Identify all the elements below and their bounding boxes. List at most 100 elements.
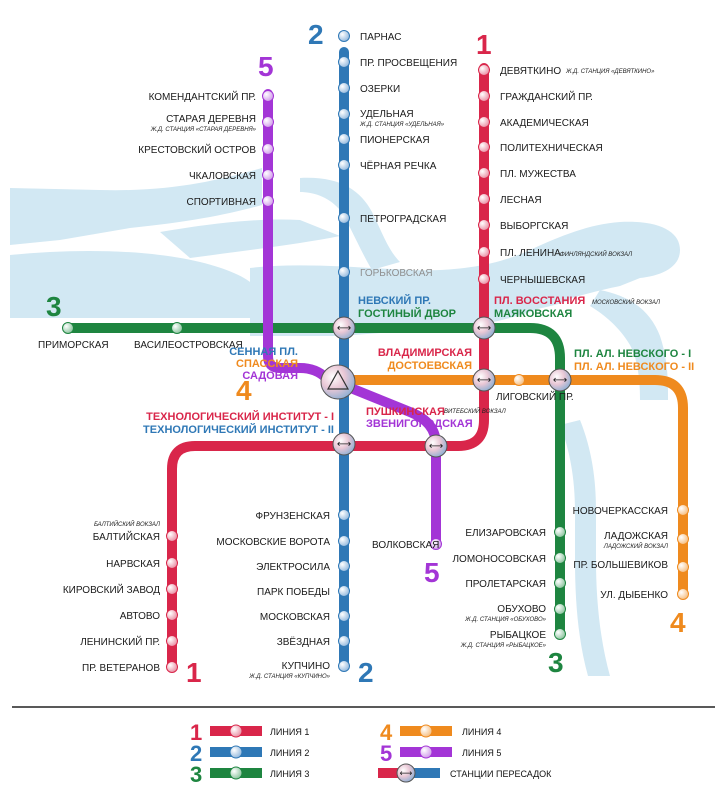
svg-text:ЛИНИЯ 4: ЛИНИЯ 4 <box>462 727 501 737</box>
station-dot-bolshevikov[interactable] <box>677 561 689 573</box>
station-dot-pobedy[interactable] <box>338 585 350 597</box>
svg-text:ЛИНИЯ 3: ЛИНИЯ 3 <box>270 769 309 779</box>
label-frunzenskaya: ФРУНЗЕНСКАЯ <box>256 511 331 522</box>
station-dot-elektrosila[interactable] <box>338 560 350 572</box>
label-lomonosovskaya: ЛОМОНОСОВСКАЯ <box>452 554 546 565</box>
label-chkalovskaya: ЧКАЛОВСКАЯ <box>189 171 256 182</box>
station-dot-lenina[interactable] <box>478 246 490 258</box>
label-ozerki: ОЗЕРКИ <box>360 84 400 95</box>
station-dot-prosvescheniya[interactable] <box>338 56 350 68</box>
svg-text:5: 5 <box>380 741 392 766</box>
transfer-arrow-icon: ⟷ <box>553 375 567 386</box>
station-dot-novocherkasskaya[interactable] <box>677 504 689 516</box>
station-dot-zvezdnaya[interactable] <box>338 635 350 647</box>
label-volkovskaya: ВОЛКОВСКАЯ <box>372 540 439 551</box>
legend: 1 ЛИНИЯ 1 2 ЛИНИЯ 2 3 ЛИНИЯ 3 4 ЛИНИЯ 4 … <box>190 720 552 787</box>
station-dot-ladozhskaya[interactable] <box>677 533 689 545</box>
svg-text:2: 2 <box>190 741 202 766</box>
line-number-1-top: 1 <box>476 29 492 60</box>
label-nevskogo2: ПЛ. АЛ. НЕВСКОГО - II <box>574 361 694 373</box>
transfer-sennaya-spasskaya-sadovaya[interactable] <box>320 364 356 400</box>
station-dot-mosvorota[interactable] <box>338 535 350 547</box>
svg-text:3: 3 <box>190 762 202 787</box>
label-proletarskaya: ПРОЛЕТАРСКАЯ <box>466 579 546 590</box>
label-chernyshevskaya: ЧЕРНЫШЕВСКАЯ <box>500 275 585 286</box>
station-dot-krestovsky[interactable] <box>262 143 274 155</box>
station-dot-sportivnaya[interactable] <box>262 195 274 207</box>
label-pushkinskaya: ПУШКИНСКАЯ <box>366 406 445 418</box>
svg-text:ЛИНИЯ 5: ЛИНИЯ 5 <box>462 748 501 758</box>
station-dot-rybatskoe[interactable] <box>554 628 566 640</box>
transfer-tekhno[interactable]: ⟷ <box>332 432 356 456</box>
station-dot-chkalovskaya[interactable] <box>262 169 274 181</box>
label-kupchino-sub: Ж.Д. СТАНЦИЯ «КУПЧИНО» <box>248 674 330 680</box>
label-ladozhskaya: ЛАДОЖСКАЯ <box>604 531 668 542</box>
station-dot-petrogradskaya[interactable] <box>338 212 350 224</box>
station-dot-obukhovo[interactable] <box>554 603 566 615</box>
station-dot-ozerki[interactable] <box>338 82 350 94</box>
transfer-vladimirskaya-dostoevskaya[interactable]: ⟷ <box>472 368 496 392</box>
label-gostiny: ГОСТИНЫЙ ДВОР <box>358 307 456 320</box>
station-dot-vasileostrovskaya[interactable] <box>171 322 183 334</box>
label-petrogradskaya: ПЕТРОГРАДСКАЯ <box>360 214 446 225</box>
station-dot-volkovskaya[interactable] <box>430 538 442 550</box>
line-number-5-bottom: 5 <box>424 557 440 588</box>
station-dot-komendantsky[interactable] <box>262 90 274 102</box>
label-kupchino: КУПЧИНО <box>282 661 331 672</box>
label-narvskaya: НАРВСКАЯ <box>106 559 160 570</box>
label-vasileostrovskaya: ВАСИЛЕОСТРОВСКАЯ <box>134 340 243 351</box>
transfer-nevskogo[interactable]: ⟷ <box>548 368 572 392</box>
transfer-nevsky-gostiny[interactable]: ⟷ <box>332 316 356 340</box>
station-dot-vyborgskaya[interactable] <box>478 219 490 231</box>
label-rybatskoe-sub: Ж.Д. СТАНЦИЯ «РЫБАЦКОЕ» <box>460 643 547 649</box>
transfer-arrow-icon: ⟷ <box>400 768 413 778</box>
station-dot-proletarskaya[interactable] <box>554 577 566 589</box>
station-dot-grazhdansky[interactable] <box>478 90 490 102</box>
station-dot-narvskaya[interactable] <box>166 557 178 569</box>
station-dot-dybenko[interactable] <box>677 588 689 600</box>
station-dots <box>62 30 689 673</box>
label-dostoevskaya: ДОСТОЕВСКАЯ <box>388 360 473 372</box>
label-spasskaya: СПАССКАЯ <box>236 358 298 370</box>
svg-text:4: 4 <box>380 720 393 745</box>
station-dot-kupchino[interactable] <box>338 660 350 672</box>
station-dot-udelnaya[interactable] <box>338 108 350 120</box>
station-dot-ligovsky[interactable] <box>513 374 525 386</box>
transfer-vosstaniya-mayakovskaya[interactable]: ⟷ <box>472 316 496 340</box>
station-dot-frunzenskaya[interactable] <box>338 509 350 521</box>
station-dot-baltiyskaya[interactable] <box>166 530 178 542</box>
station-dot-gorkovskaya[interactable] <box>338 266 350 278</box>
label-polytechnicheskaya: ПОЛИТЕХНИЧЕСКАЯ <box>500 143 603 154</box>
label-prosvescheniya: ПР. ПРОСВЕЩЕНИЯ <box>360 58 457 69</box>
station-dot-chernyshevskaya[interactable] <box>478 273 490 285</box>
station-dot-elizarovskaya[interactable] <box>554 526 566 538</box>
label-vosstaniya: ПЛ. ВОССТАНИЯ <box>494 295 585 307</box>
station-dot-moskovskaya[interactable] <box>338 610 350 622</box>
label-obukhovo-sub: Ж.Д. СТАНЦИЯ «ОБУХОВО» <box>464 617 546 623</box>
transfer-pushkinskaya-zvenigorodskaya[interactable]: ⟷ <box>424 434 448 458</box>
label-sennaya: СЕННАЯ ПЛ. <box>229 346 298 358</box>
transfer-arrow-icon: ⟷ <box>477 323 491 334</box>
station-dot-parnas[interactable] <box>338 30 350 42</box>
station-dot-polytechnicheskaya[interactable] <box>478 141 490 153</box>
svg-text:ЛИНИЯ 2: ЛИНИЯ 2 <box>270 748 309 758</box>
station-dot-staraya[interactable] <box>262 116 274 128</box>
station-dot-lesnaya[interactable] <box>478 193 490 205</box>
station-dot-veteranov[interactable] <box>166 661 178 673</box>
station-dot-primorskaya[interactable] <box>62 322 74 334</box>
label-grazhdansky: ГРАЖДАНСКИЙ ПР. <box>500 90 593 103</box>
station-dot-devyatkino[interactable] <box>478 64 490 76</box>
station-dot-pionerskaya[interactable] <box>338 133 350 145</box>
label-pobedy: ПАРК ПОБЕДЫ <box>257 587 330 598</box>
station-dot-chernaya[interactable] <box>338 159 350 171</box>
station-dot-muzhestva[interactable] <box>478 167 490 179</box>
station-dot-akademicheskaya[interactable] <box>478 116 490 128</box>
line4-track <box>333 375 688 599</box>
station-dot-avtovo[interactable] <box>166 609 178 621</box>
line-numbers: 1 1 2 2 3 3 4 4 5 5 <box>46 19 686 688</box>
legend-transfer: ⟷ СТАНЦИИ ПЕРЕСАДОК <box>378 763 552 783</box>
station-dot-leninsky[interactable] <box>166 635 178 647</box>
label-gorkovskaya: ГОРЬКОВСКАЯ <box>360 268 433 279</box>
station-dot-kirovsky[interactable] <box>166 583 178 595</box>
station-dot-lomonosovskaya[interactable] <box>554 552 566 564</box>
